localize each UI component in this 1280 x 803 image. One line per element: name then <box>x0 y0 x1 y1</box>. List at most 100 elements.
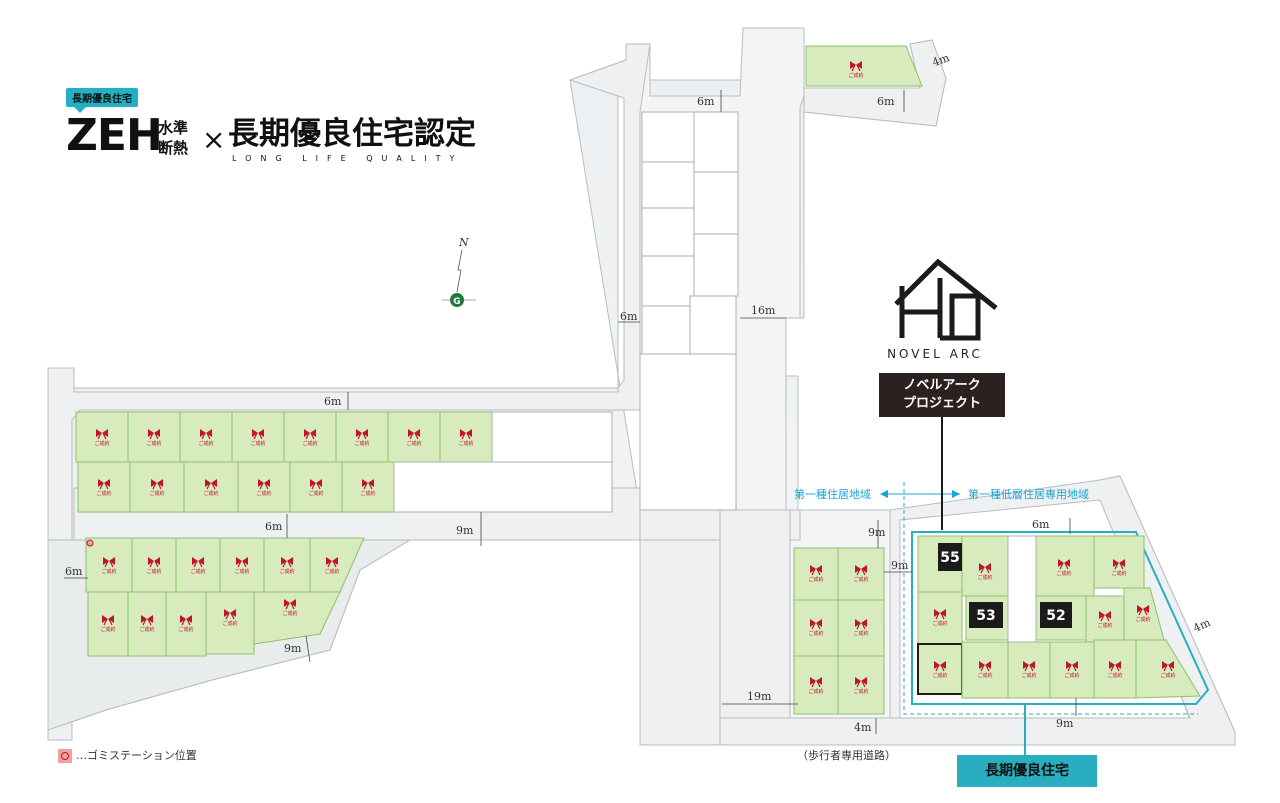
garbage-station-marker <box>86 539 94 547</box>
sold-label: ご成約 <box>1135 616 1150 623</box>
zone-label-right: 第一種低層住居専用地域 <box>968 487 1089 501</box>
sold-ribbon-icon: ご成約 <box>234 557 250 575</box>
sold-label: ご成約 <box>178 626 193 633</box>
svg-text:6m: 6m <box>265 520 283 533</box>
dimension-labels: 6m 6m 4m 6m 16m 6m 6m 9m 6m 9m 9m 9m 6m … <box>65 51 1213 734</box>
long-life-tag: 長期優良住宅 <box>66 88 138 113</box>
sold-ribbon-icon: ご成約 <box>848 61 864 79</box>
sold-ribbon-icon: ご成約 <box>1111 559 1127 577</box>
lot-markers: ご成約ご成約ご成約ご成約ご成約ご成約ご成約ご成約ご成約ご成約ご成約ご成約ご成約ご… <box>94 61 1176 695</box>
sold-ribbon-icon: ご成約 <box>324 557 340 575</box>
sold-label: ご成約 <box>1056 570 1071 577</box>
sold-ribbon-icon: ご成約 <box>96 479 112 497</box>
certification-title: 長期優良住宅認定 <box>228 116 476 152</box>
sold-label: ご成約 <box>848 72 863 79</box>
sold-ribbon-icon: ご成約 <box>146 557 162 575</box>
sold-ribbon-icon: ご成約 <box>198 429 214 447</box>
sold-label: ご成約 <box>222 620 237 627</box>
svg-text:6m: 6m <box>65 565 83 578</box>
sold-label: ご成約 <box>94 440 109 447</box>
sold-ribbon-icon: ご成約 <box>1135 605 1151 623</box>
sold-ribbon-icon: ご成約 <box>1021 661 1037 679</box>
zone-label-left: 第一種住居地域 <box>794 487 871 501</box>
project-line-1: ノベルアーク <box>903 378 981 393</box>
sold-label: ご成約 <box>977 672 992 679</box>
svg-text:6m: 6m <box>1032 518 1050 531</box>
lot-top-right <box>805 45 923 87</box>
zeh-subtitle: 水準断熱 <box>158 119 189 157</box>
sold-label: ご成約 <box>203 490 218 497</box>
times-symbol: × <box>202 123 226 156</box>
sold-ribbon-icon: ご成約 <box>178 615 194 633</box>
sold-label: ご成約 <box>149 490 164 497</box>
sold-ribbon-icon: ご成約 <box>808 619 824 637</box>
svg-text:6m: 6m <box>697 95 715 108</box>
sold-ribbon-icon: ご成約 <box>853 677 869 695</box>
sold-label: ご成約 <box>354 440 369 447</box>
svg-text:9m: 9m <box>891 559 909 572</box>
sold-ribbon-icon: ご成約 <box>308 479 324 497</box>
sold-ribbon-icon: ご成約 <box>100 615 116 633</box>
sold-ribbon-icon: ご成約 <box>190 557 206 575</box>
project-area <box>903 482 1210 715</box>
sold-label: ご成約 <box>250 440 265 447</box>
sold-ribbon-icon: ご成約 <box>932 609 948 627</box>
sold-label: ご成約 <box>1064 672 1079 679</box>
sold-ribbon-icon: ご成約 <box>101 557 117 575</box>
lot-badge-53: 53 <box>969 602 1003 628</box>
project-line-2: プロジェクト <box>902 396 981 411</box>
sold-ribbon-icon: ご成約 <box>1064 661 1080 679</box>
long-life-housing-box: 長期優良住宅 <box>957 755 1097 787</box>
svg-text:9m: 9m <box>868 526 886 539</box>
sold-label: ご成約 <box>808 576 823 583</box>
novel-arc-name: NOVEL ARC <box>887 347 983 361</box>
zeh-label: ZEH <box>66 110 163 161</box>
svg-text:6m: 6m <box>877 95 895 108</box>
sold-label: ご成約 <box>96 490 111 497</box>
compass-logo-mark: G <box>453 297 460 307</box>
sold-label: ご成約 <box>308 490 323 497</box>
sold-label: ご成約 <box>1107 672 1122 679</box>
sold-ribbon-icon: ご成約 <box>146 429 162 447</box>
sold-ribbon-icon: ご成約 <box>808 565 824 583</box>
sold-label: ご成約 <box>279 568 294 575</box>
sold-label: ご成約 <box>977 574 992 581</box>
legend: …ゴミステーション位置 <box>58 747 197 763</box>
house-logo-icon <box>894 258 998 341</box>
sold-ribbon-icon: ご成約 <box>1107 661 1123 679</box>
sold-ribbon-icon: ご成約 <box>222 609 238 627</box>
garbage-station-icon <box>58 749 72 763</box>
lot-badge-55: 55 <box>938 543 962 571</box>
sold-label: ご成約 <box>1097 622 1112 629</box>
sold-ribbon-icon: ご成約 <box>256 479 272 497</box>
sold-label: ご成約 <box>190 568 205 575</box>
sold-label: ご成約 <box>808 630 823 637</box>
sold-ribbon-icon: ご成約 <box>302 429 318 447</box>
center-blocks <box>639 111 739 511</box>
svg-text:55: 55 <box>940 550 959 566</box>
sold-label: ご成約 <box>256 490 271 497</box>
project-label-box: ノベルアーク プロジェクト <box>879 373 1005 417</box>
svg-text:N: N <box>458 236 469 249</box>
zeh-header: 長期優良住宅 ZEH 水準断熱 × 長期優良住宅認定 LONG LIFE QUA… <box>66 86 496 176</box>
svg-text:9m: 9m <box>284 642 302 655</box>
sold-ribbon-icon: ご成約 <box>458 429 474 447</box>
sold-label: ご成約 <box>1160 672 1175 679</box>
sold-ribbon-icon: ご成約 <box>360 479 376 497</box>
sold-ribbon-icon: ご成約 <box>853 619 869 637</box>
compass: N G <box>442 236 476 307</box>
vacant-block <box>393 461 613 513</box>
sold-ribbon-icon: ご成約 <box>853 565 869 583</box>
sold-label: ご成約 <box>198 440 213 447</box>
svg-text:9m: 9m <box>1056 717 1074 730</box>
sold-label: ご成約 <box>808 688 823 695</box>
sold-ribbon-icon: ご成約 <box>250 429 266 447</box>
svg-text:6m: 6m <box>324 395 342 408</box>
sold-label: ご成約 <box>324 568 339 575</box>
novel-arc-logo <box>868 256 1018 350</box>
sold-label: ご成約 <box>932 672 947 679</box>
sold-label: ご成約 <box>100 626 115 633</box>
sold-ribbon-icon: ご成約 <box>279 557 295 575</box>
sold-ribbon-icon: ご成約 <box>1056 559 1072 577</box>
